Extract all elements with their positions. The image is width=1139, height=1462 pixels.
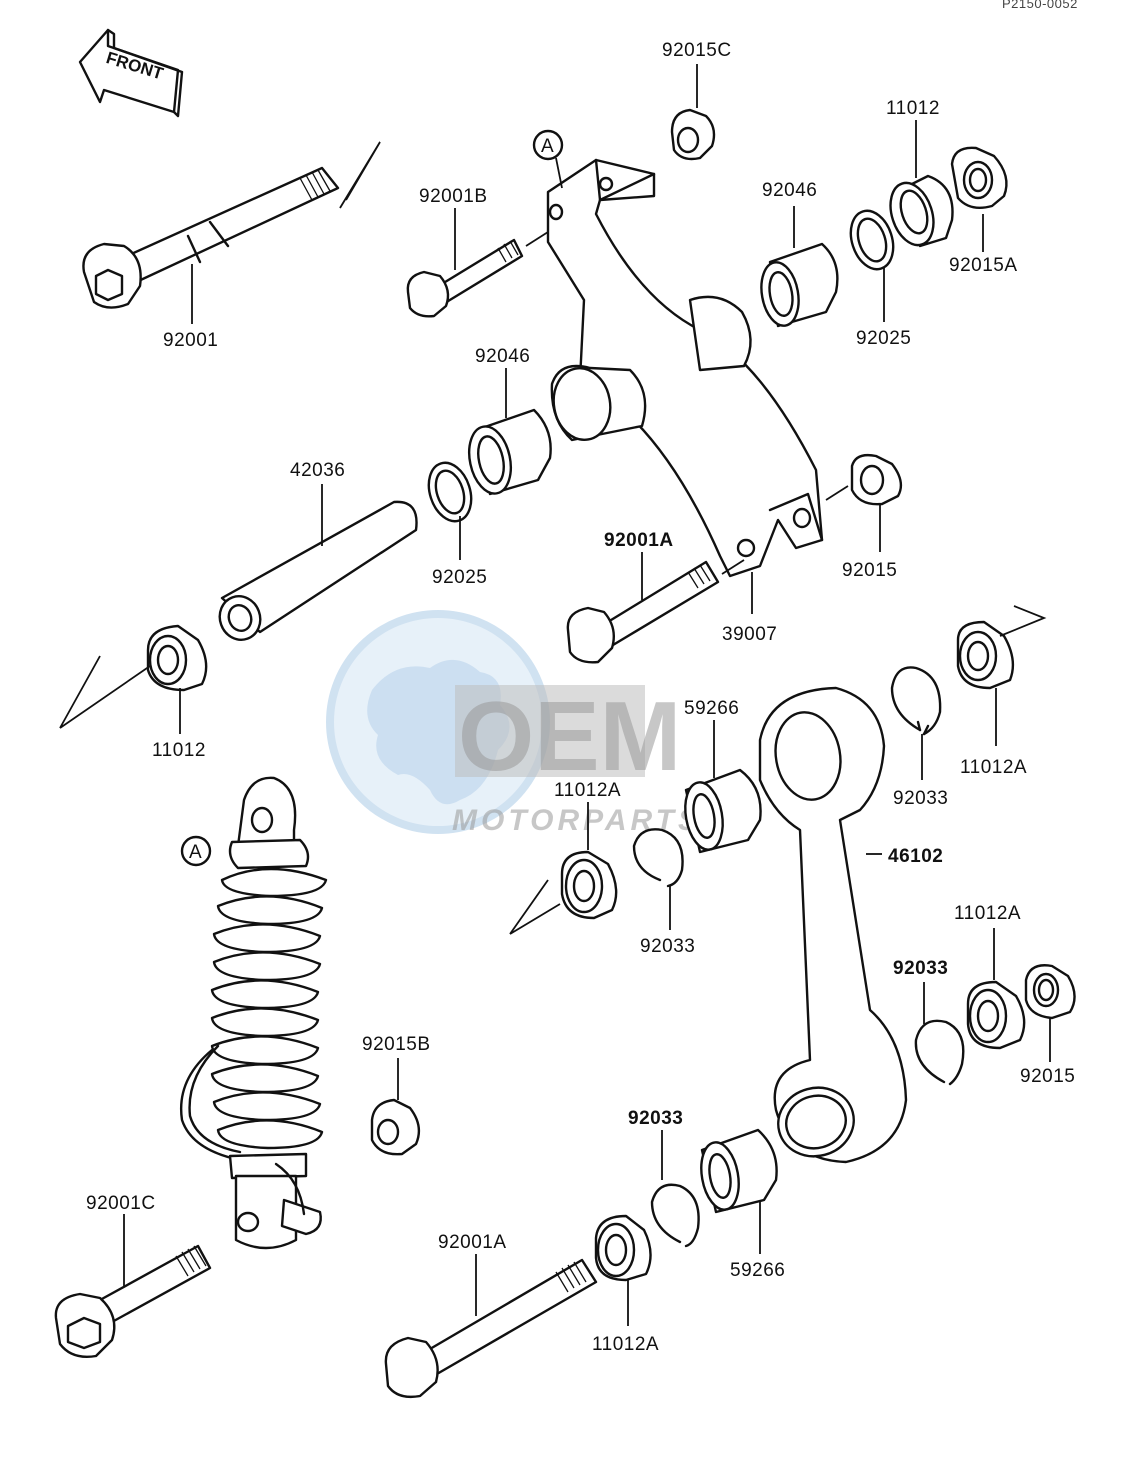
label-92001A-bottom: 92001A (438, 1232, 507, 1253)
label-11012A-mid: 11012A (554, 780, 621, 801)
nut-92015-mid (825, 453, 903, 506)
sleeve-42036 (218, 500, 418, 641)
label-42036: 42036 (290, 460, 345, 481)
bolt-92001A-top (566, 559, 745, 664)
shock-spring (210, 867, 328, 1150)
bolt-92001 (82, 141, 381, 309)
label-92001B: 92001B (419, 186, 488, 207)
label-11012A-lowright: 11012A (954, 903, 1021, 924)
shock-absorber (180, 776, 328, 1250)
label-92015-lowright: 92015 (1020, 1066, 1075, 1087)
label-92033-lowright: 92033 (893, 958, 948, 979)
oem-watermark: OEM MOTORPARTS (326, 610, 702, 837)
washer-92025-mid (427, 461, 473, 523)
bolt-92001C (54, 1244, 212, 1358)
label-92025-mid: 92025 (432, 567, 487, 588)
nut-92015B (370, 1098, 421, 1156)
label-92046-top: 92046 (762, 180, 817, 201)
collar-11012A-bottom (594, 1214, 652, 1282)
bolt-92001B (406, 231, 549, 318)
ref-marker-a-shock-text: A (189, 842, 202, 863)
collar-11012-left (59, 624, 208, 729)
circlip-92033-mid (632, 828, 684, 888)
bolt-92001A-bottom (384, 1258, 598, 1399)
ref-marker-a-shock: A (180, 835, 212, 867)
label-92015-mid: 92015 (842, 560, 897, 581)
label-39007: 39007 (722, 624, 777, 645)
label-11012-left: 11012 (152, 740, 206, 761)
circlip-92033-lowright (914, 1019, 965, 1086)
label-92033-bottom: 92033 (628, 1108, 683, 1129)
drawing-code: P2150-0052 (1002, 0, 1078, 11)
link-46102 (758, 686, 908, 1164)
watermark-logo-block (455, 685, 645, 777)
label-11012-top: 11012 (886, 98, 940, 119)
collar-11012A-right (956, 605, 1047, 690)
nut-92015C (670, 108, 716, 161)
label-92025-top: 92025 (856, 328, 911, 349)
label-92033-right: 92033 (893, 788, 948, 809)
bearing-92046-mid (467, 408, 552, 496)
collar-11012A-lowright (966, 980, 1026, 1050)
label-92015B: 92015B (362, 1034, 431, 1055)
rocker-arm-39007 (546, 158, 824, 578)
nut-92015A (950, 146, 1008, 209)
bearing-92046-top (760, 242, 839, 328)
label-11012A-bottom: 11012A (592, 1334, 659, 1355)
label-59266-top: 59266 (684, 698, 739, 719)
spacer-59266-top (684, 768, 762, 854)
collar-11012-top (889, 174, 954, 248)
leader-lines (123, 64, 1051, 1326)
part-labels: 92015C 11012 92001B 92046 92015A 92025 9… (86, 40, 1075, 1355)
label-11012A-right: 11012A (960, 757, 1027, 778)
label-92001A-top: 92001A (604, 530, 674, 551)
label-92015A: 92015A (949, 255, 1018, 276)
circlip-92033-bottom (650, 1183, 700, 1248)
label-92046-mid: 92046 (475, 346, 530, 367)
label-92001: 92001 (163, 330, 218, 351)
front-arrow-badge: FRONT (78, 28, 184, 118)
washer-92025-top (849, 209, 895, 271)
label-92033-mid: 92033 (640, 936, 695, 957)
ref-marker-a-top: A (532, 129, 564, 189)
spacer-59266-bottom (700, 1128, 778, 1214)
label-92001C: 92001C (86, 1193, 156, 1214)
ref-marker-a-top-text: A (541, 136, 554, 157)
circlip-92033-right (890, 666, 942, 736)
label-46102: 46102 (888, 846, 943, 867)
watermark-subtext: MOTORPARTS (452, 804, 702, 837)
watermark-logo-text: OEM (458, 681, 681, 791)
nut-92015-lowright (1024, 964, 1076, 1020)
collar-11012A-mid (509, 850, 618, 935)
label-92015C: 92015C (662, 40, 732, 61)
label-59266-bottom: 59266 (730, 1260, 785, 1281)
